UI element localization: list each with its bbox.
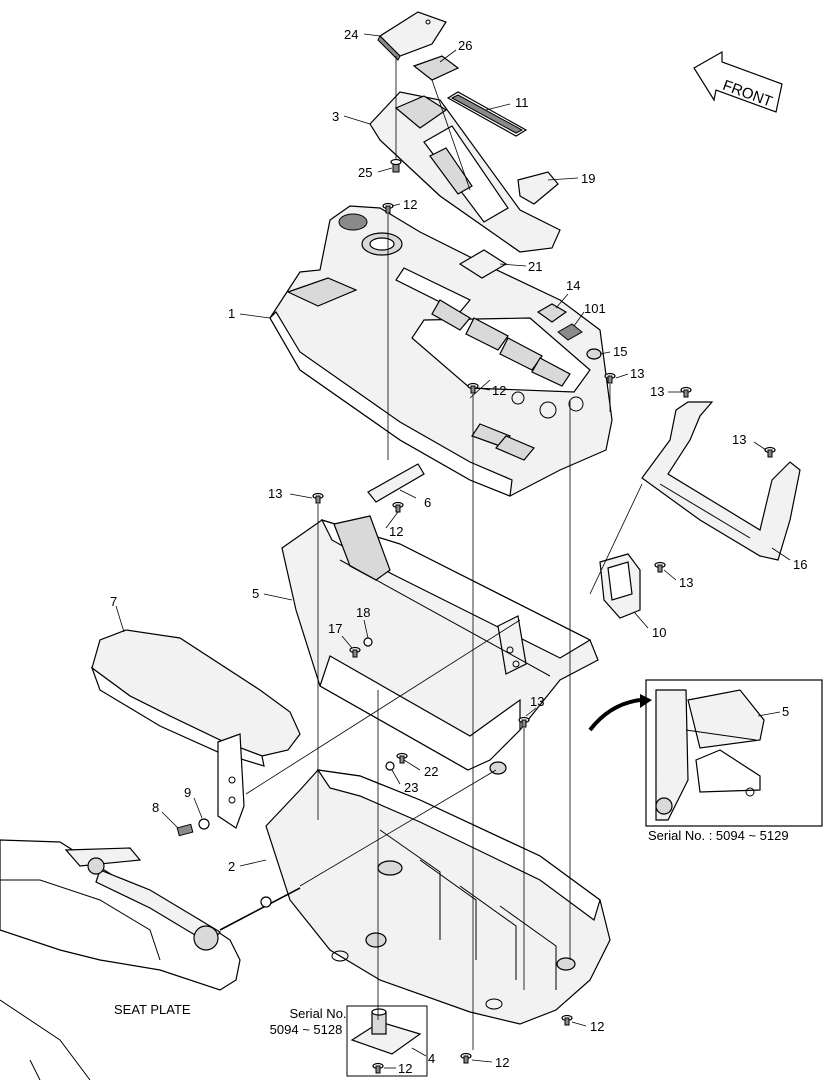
callout-26: 26 xyxy=(458,38,472,53)
seat-plate-label: SEAT PLATE xyxy=(114,1002,191,1017)
callout-12-c: 12 xyxy=(389,524,403,539)
callout-12-top: 12 xyxy=(403,197,417,212)
callout-10: 10 xyxy=(652,625,666,640)
callout-2: 2 xyxy=(228,859,235,874)
callout-23: 23 xyxy=(404,780,418,795)
callout-8: 8 xyxy=(152,800,159,815)
callout-13-b: 13 xyxy=(650,384,664,399)
callout-22: 22 xyxy=(424,764,438,779)
callout-13-c: 13 xyxy=(732,432,746,447)
part-9-washer xyxy=(198,818,210,830)
callout-15: 15 xyxy=(613,344,627,359)
callout-101: 101 xyxy=(584,301,606,316)
part-5-frame xyxy=(281,515,599,775)
part-16-bracket xyxy=(641,401,801,561)
callout-21: 21 xyxy=(528,259,542,274)
seat-plate-linkage xyxy=(0,839,301,1080)
inset-pointer-arrow xyxy=(588,698,641,732)
alignment-lines xyxy=(245,56,643,1050)
callout-5-inset: 5 xyxy=(782,704,789,719)
inset-serial-label: Serial No. : 5094 ~ 5129 xyxy=(648,828,789,843)
screw-fasteners xyxy=(312,202,776,1074)
callout-numbers: 24 26 11 3 25 19 12 21 1 14 101 15 13 12… xyxy=(110,27,807,1076)
callout-13-d: 13 xyxy=(268,486,282,501)
part-25-screw xyxy=(390,158,402,173)
callout-1: 1 xyxy=(228,306,235,321)
callout-5: 5 xyxy=(252,586,259,601)
part-14-switch xyxy=(536,303,568,323)
part-19-clip xyxy=(517,171,559,205)
part-8-bolt xyxy=(176,823,194,837)
callout-17: 17 xyxy=(328,621,342,636)
part-6-bracket xyxy=(367,463,425,503)
part-7-armrest xyxy=(90,629,301,829)
callout-18: 18 xyxy=(356,605,370,620)
serial-part4-box xyxy=(346,1005,428,1077)
callout-12-f: 12 xyxy=(398,1061,412,1076)
serial-line-2: 5094 ~ 5128 xyxy=(270,1022,343,1037)
part-101-cap xyxy=(557,323,583,341)
callout-13-e: 13 xyxy=(679,575,693,590)
part-24-cover xyxy=(377,11,447,61)
callout-11: 11 xyxy=(515,95,529,110)
callout-6: 6 xyxy=(424,495,431,510)
callout-9: 9 xyxy=(184,785,191,800)
inset-pointer-head xyxy=(640,694,652,708)
callout-7: 7 xyxy=(110,594,117,609)
callout-leaders xyxy=(115,33,791,1069)
serial-line-1: Serial No. xyxy=(289,1006,346,1021)
callout-4: 4 xyxy=(428,1051,435,1066)
callout-13-a: 13 xyxy=(630,366,644,381)
callout-24: 24 xyxy=(344,27,358,42)
part-21-plate xyxy=(458,249,508,279)
part-3-upper-tray xyxy=(369,91,561,253)
callout-14: 14 xyxy=(566,278,580,293)
part-15-plug xyxy=(586,348,602,360)
callout-13-f: 13 xyxy=(530,694,544,709)
part-26-plate xyxy=(412,55,460,81)
callout-16: 16 xyxy=(793,557,807,572)
front-direction-arrow: FRONT xyxy=(693,50,783,113)
part-10-holder xyxy=(599,553,641,619)
callout-12-d: 12 xyxy=(590,1019,604,1034)
serial-inset-box: Serial No. : 5094 ~ 5129 xyxy=(645,679,823,843)
part-11-strip xyxy=(446,91,528,137)
callout-12-e: 12 xyxy=(495,1055,509,1070)
callout-3: 3 xyxy=(332,109,339,124)
callout-12-mid: 12 xyxy=(492,383,506,398)
part-1-main-console xyxy=(269,205,613,497)
part-4-cover xyxy=(350,1008,422,1055)
callout-25: 25 xyxy=(358,165,372,180)
callout-19: 19 xyxy=(581,171,595,186)
